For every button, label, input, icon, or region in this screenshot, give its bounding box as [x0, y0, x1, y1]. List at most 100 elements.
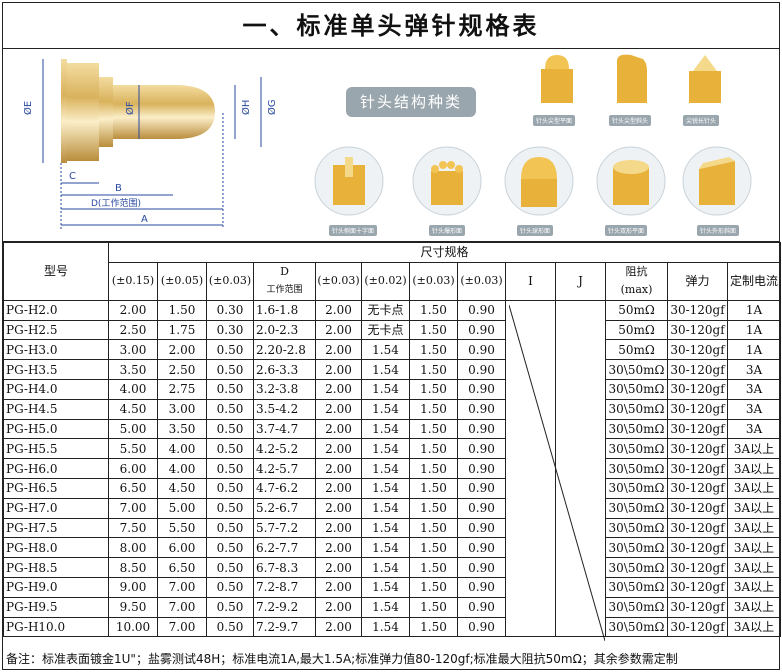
cell-f: 1.54: [361, 359, 410, 380]
cell-cur: 3A: [726, 398, 782, 420]
cell-s: 30-120gf: [667, 458, 728, 479]
sharp-head-icon: [689, 55, 721, 103]
cell-e: 2.00: [315, 418, 362, 440]
cell-g: 1.50: [409, 339, 458, 361]
cell-e: 2.00: [315, 299, 362, 321]
cell-c: 0.50: [206, 339, 254, 361]
cell-cur: 3A: [726, 418, 782, 440]
cell-s: 30-120gf: [667, 398, 728, 420]
cell-b: 4.50: [157, 477, 207, 499]
cell-a: 8.00: [108, 537, 158, 559]
header-col-d-label: D: [280, 265, 289, 279]
cell-e: 2.00: [315, 557, 362, 578]
cell-h: 0.90: [457, 576, 506, 598]
bevel-head-icon: [682, 146, 752, 216]
cell-h: 0.90: [457, 378, 506, 400]
cell-b: 7.00: [157, 596, 207, 618]
cell-d: 4.2-5.7: [253, 458, 316, 479]
cell-s: 30-120gf: [667, 418, 728, 440]
cell-h: 0.90: [457, 497, 506, 519]
cell-d: 2.0-2.3: [253, 319, 316, 341]
cell-cur: 3A以上: [726, 596, 782, 618]
cell-d: 2.6-3.3: [253, 359, 316, 380]
cell-r: 30\50mΩ: [605, 418, 668, 440]
cell-f: 无卡点: [361, 299, 410, 321]
cross-head-icon: [314, 146, 384, 216]
cell-cur: 3A以上: [726, 458, 782, 479]
cell-e: 2.00: [315, 319, 362, 341]
cell-s: 30-120gf: [667, 339, 728, 361]
cell-b: 3.50: [157, 418, 207, 440]
cell-f: 1.54: [361, 477, 410, 499]
cell-e: 2.00: [315, 576, 362, 598]
cell-d: 3.2-3.8: [253, 378, 316, 400]
cell-g: 1.50: [409, 359, 458, 380]
cell-a: 6.50: [108, 477, 158, 499]
cell-r: 50mΩ: [605, 339, 668, 361]
header-col-c: (±0.03): [206, 261, 254, 301]
cell-cur: 3A: [726, 359, 782, 380]
cell-a: 8.50: [108, 557, 158, 578]
cell-s: 30-120gf: [667, 517, 728, 539]
cell-h: 0.90: [457, 339, 506, 361]
cell-s: 30-120gf: [667, 477, 728, 499]
cell-f: 1.54: [361, 557, 410, 578]
spec-table: 型号 尺寸规格 (±0.15) (±0.05) (±0.03) D 工作范围 (…: [3, 242, 782, 638]
cell-cur: 1A: [726, 299, 782, 321]
cell-c: 0.50: [206, 398, 254, 420]
cell-a: 7.00: [108, 497, 158, 519]
dim-label-c: C: [69, 171, 76, 182]
cell-m: PG-H5.5: [3, 438, 109, 460]
ball-head-icon: [504, 146, 574, 216]
cell-d: 3.7-4.7: [253, 418, 316, 440]
cell-h: 0.90: [457, 537, 506, 559]
cell-a: 5.00: [108, 418, 158, 440]
cell-b: 3.00: [157, 398, 207, 420]
cell-d: 5.2-6.7: [253, 497, 316, 519]
cell-m: PG-H4.0: [3, 378, 109, 400]
cell-b: 2.50: [157, 359, 207, 380]
cell-c: 0.50: [206, 497, 254, 519]
dim-label-d: D(工作范围): [91, 197, 141, 209]
cell-s: 30-120gf: [667, 596, 728, 618]
cell-e: 2.00: [315, 438, 362, 460]
cell-b: 6.50: [157, 557, 207, 578]
cell-r: 30\50mΩ: [605, 596, 668, 618]
cell-m: PG-H2.0: [3, 299, 109, 321]
cell-m: PG-H7.0: [3, 497, 109, 519]
pin-dimension-drawing: ØE ØF ØH ØG C B D(工作范围) A: [22, 59, 278, 229]
top-caption-1: 针头尖型平面: [533, 115, 576, 126]
cell-g: 1.50: [409, 319, 458, 341]
header-col-d-sub: 工作范围: [266, 285, 303, 296]
cell-cur: 3A以上: [726, 616, 782, 638]
cell-m: PG-H6.5: [3, 477, 109, 499]
cell-m: PG-H4.5: [3, 398, 109, 420]
cell-f: 1.54: [361, 517, 410, 539]
cell-a: 3.50: [108, 359, 158, 380]
cell-r: 30\50mΩ: [605, 517, 668, 539]
cell-e: 2.00: [315, 339, 362, 361]
cell-g: 1.50: [409, 576, 458, 598]
cell-cur: 3A以上: [726, 557, 782, 578]
cell-a: 2.50: [108, 319, 158, 341]
cell-e: 2.00: [315, 458, 362, 479]
cell-c: 0.50: [206, 557, 254, 578]
cell-s: 30-120gf: [667, 378, 728, 400]
crown-head-icon: [412, 146, 482, 216]
cell-d: 7.2-9.7: [253, 616, 316, 638]
cell-cur: 1A: [726, 319, 782, 341]
cell-f: 1.54: [361, 616, 410, 638]
cell-f: 1.54: [361, 398, 410, 420]
cell-h: 0.90: [457, 398, 506, 420]
top-caption-3: 尖锐长针头: [683, 115, 720, 126]
cell-a: 4.50: [108, 398, 158, 420]
dim-label-f: ØF: [124, 101, 136, 115]
cell-h: 0.90: [457, 359, 506, 380]
cell-h: 0.90: [457, 319, 506, 341]
